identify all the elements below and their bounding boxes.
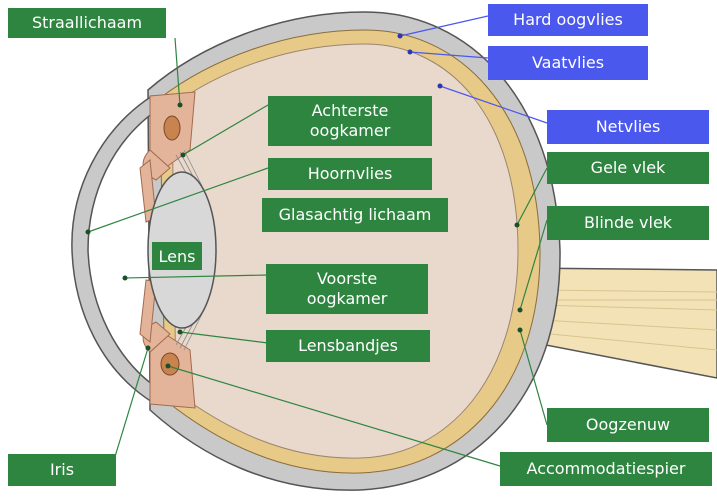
label-straallichaam: Straallichaam [8,8,166,38]
cornea [71,94,162,404]
label-glasachtig-lichaam: Glasachtig lichaam [262,198,448,232]
label-hoornvlies: Hoornvlies [268,158,432,190]
label-oogzenuw: Oogzenuw [547,408,709,442]
leader-lines [87,15,548,467]
label-gele-vlek: Gele vlek [547,152,709,184]
label-blinde-vlek: Blinde vlek [547,206,709,240]
label-vaatvlies: Vaatvlies [488,46,648,80]
label-iris: Iris [8,454,116,486]
label-lensbandjes: Lensbandjes [266,330,430,362]
label-achterste-oogkamer: Achterste oogkamer [268,96,432,146]
label-netvlies: Netvlies [547,110,709,144]
ciliary-body-top [142,91,196,181]
label-voorste-oogkamer: Voorste oogkamer [266,264,428,314]
label-hard-oogvlies: Hard oogvlies [488,4,648,36]
vitreous-body [171,43,519,459]
label-lens: Lens [152,242,202,270]
label-accommodatiespier: Accommodatiespier [500,452,712,486]
leader-dots [85,33,523,369]
